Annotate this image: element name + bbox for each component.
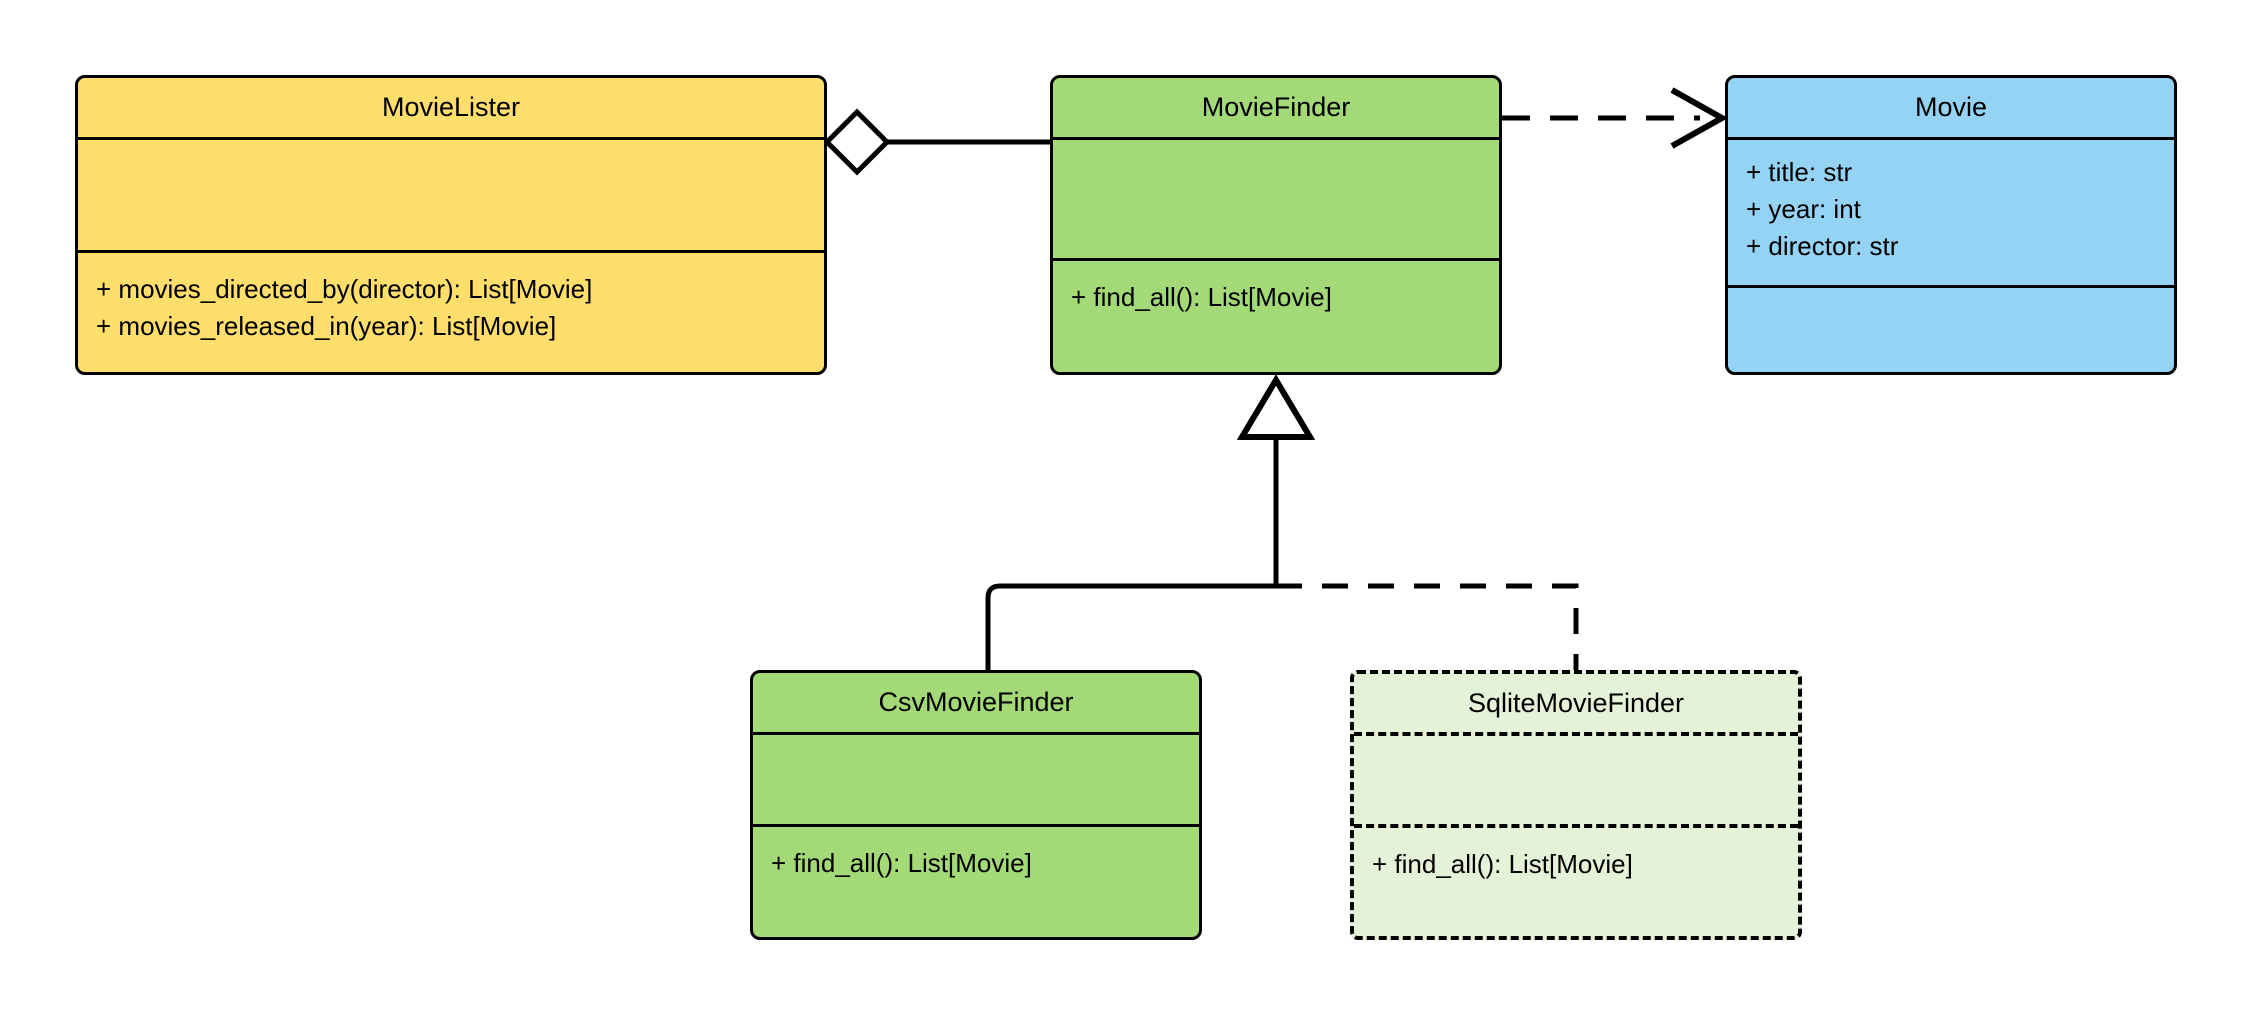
class-methods-compartment (1728, 288, 2174, 372)
class-attributes-compartment (1354, 736, 1798, 828)
class-method-item: + movies_released_in(year): List[Movie] (96, 310, 557, 341)
class-name-compartment: MovieLister (78, 78, 824, 140)
aggregation-movielister-moviefinder[interactable] (823, 108, 1050, 176)
class-name-label: Movie (1914, 92, 1988, 123)
class-attribute-item: + title: str (1746, 157, 1853, 187)
inheritance-sqlitemoviefinder-moviefinder[interactable] (1276, 583, 1579, 670)
class-box-csvmoviefinder[interactable]: CsvMovieFinder + find_all(): List[Movie] (750, 670, 1202, 940)
class-method-item: + find_all(): List[Movie] (771, 848, 1032, 878)
hollow-triangle-icon (1236, 374, 1316, 440)
inheritance-solid-branch-line (985, 583, 1276, 670)
class-name-compartment: CsvMovieFinder (753, 673, 1199, 735)
class-box-sqlitemoviefinder[interactable]: SqliteMovieFinder + find_all(): List[Mov… (1350, 670, 1802, 940)
inheritance-trunk (1236, 374, 1316, 586)
class-methods-compartment: + find_all(): List[Movie] (1354, 828, 1798, 936)
class-attributes-compartment (78, 140, 824, 253)
hollow-diamond-icon (823, 108, 891, 176)
class-box-movielister[interactable]: MovieLister + movies_directed_by(directo… (75, 75, 827, 375)
dependency-moviefinder-movie[interactable] (1502, 87, 1729, 149)
class-methods-compartment: + movies_directed_by(director): List[Mov… (78, 253, 824, 372)
class-name-compartment: SqliteMovieFinder (1354, 674, 1798, 736)
class-attributes-compartment: + title: str + year: int + director: str (1728, 140, 2174, 288)
class-methods-compartment: + find_all(): List[Movie] (1053, 261, 1499, 372)
class-name-label: SqliteMovieFinder (1467, 687, 1685, 718)
open-arrow-icon (1670, 87, 1729, 149)
inheritance-dashed-branch-line (1276, 583, 1579, 670)
class-name-compartment: Movie (1728, 78, 2174, 140)
class-box-moviefinder[interactable]: MovieFinder + find_all(): List[Movie] (1050, 75, 1502, 375)
class-attributes-compartment (753, 735, 1199, 827)
class-attributes-compartment (1053, 140, 1499, 261)
class-name-compartment: MovieFinder (1053, 78, 1499, 140)
class-box-movie[interactable]: Movie + title: str + year: int + directo… (1725, 75, 2177, 375)
class-name-label: MovieLister (381, 92, 521, 123)
class-name-label: CsvMovieFinder (878, 687, 1074, 718)
inheritance-csvmoviefinder-moviefinder[interactable] (985, 583, 1276, 670)
class-methods-compartment: + find_all(): List[Movie] (753, 827, 1199, 937)
class-method-item: + find_all(): List[Movie] (1372, 849, 1633, 879)
class-attribute-item: + director: str (1746, 230, 1899, 261)
class-name-label: MovieFinder (1201, 92, 1351, 123)
class-attribute-item: + year: int (1746, 193, 1861, 224)
class-method-item: + movies_directed_by(director): List[Mov… (96, 274, 593, 304)
class-method-item: + find_all(): List[Movie] (1071, 282, 1332, 312)
